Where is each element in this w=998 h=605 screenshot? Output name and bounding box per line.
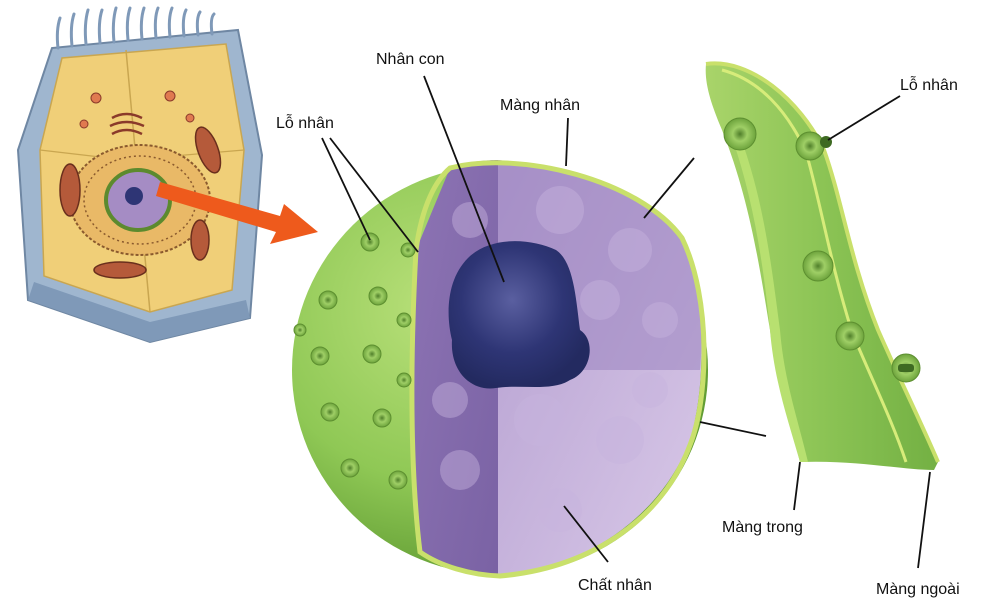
leader-envelope-to-sheet-top [644,158,694,218]
leader-pore-right [828,96,900,140]
label-nuclear-pore-right: Lỗ nhân [900,75,958,94]
cell-illustration [18,8,262,342]
leader-outer [918,472,930,568]
leader-envelope [566,118,568,166]
nucleus-sphere [292,160,708,576]
label-nucleolus: Nhân con [376,51,445,68]
membrane-section [706,63,938,470]
leader-pore-left-a [322,138,370,240]
label-nucleoplasm: Chất nhân [578,577,652,594]
leader-envelope-to-sheet-bottom [700,422,766,436]
label-nuclear-envelope: Màng nhân [500,97,580,114]
label-inner-membrane: Màng trong [722,519,803,536]
label-nuclear-pore-left: Lỗ nhân [276,113,334,132]
label-outer-membrane: Màng ngoài [876,581,960,598]
leader-inner [794,462,800,510]
